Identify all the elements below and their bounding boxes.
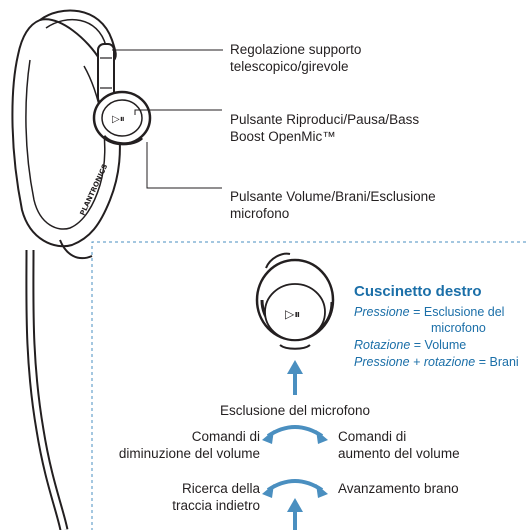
label-volume-down: Comandi di diminuzione del volume <box>88 428 260 462</box>
callout-line-volume <box>147 142 222 188</box>
panel-title: Cuscinetto destro <box>354 283 482 300</box>
callout-volume: Pulsante Volume/Brani/Esclusione microfo… <box>230 188 436 222</box>
panel-press: Pressione = Esclusione del <box>354 304 504 320</box>
panel-combo: Pressione + rotazione = Brani <box>354 354 519 370</box>
label-track-forward: Avanzamento brano <box>338 480 459 497</box>
arrow-up-mute <box>287 360 303 395</box>
label-volume-up: Comandi di aumento del volume <box>338 428 460 462</box>
svg-text:▷⏸: ▷⏸ <box>112 114 125 125</box>
panel-press-cont: microfono <box>431 320 486 336</box>
panel-rotate: Rotazione = Volume <box>354 337 466 353</box>
svg-text:▷⏸: ▷⏸ <box>285 307 300 321</box>
label-track-back: Ricerca della traccia indietro <box>88 480 260 514</box>
arrow-rotate-tracks <box>262 481 328 530</box>
label-mute: Esclusione del microfono <box>190 402 400 419</box>
callout-play: Pulsante Riproduci/Pausa/Bass Boost Open… <box>230 111 419 145</box>
arrow-rotate-volume <box>262 427 328 444</box>
ear-pad-large: ▷⏸ <box>257 254 333 349</box>
callout-support: Regolazione supporto telescopico/girevol… <box>230 41 361 75</box>
